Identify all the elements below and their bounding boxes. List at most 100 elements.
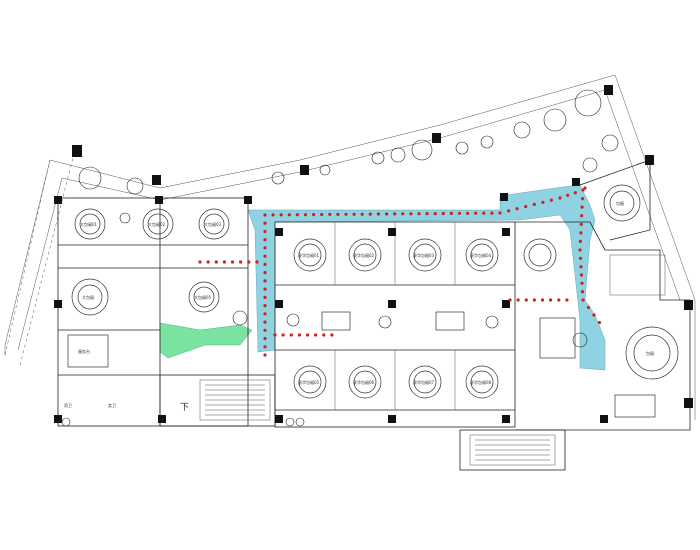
route-dot	[417, 212, 421, 216]
route-dot	[385, 212, 389, 216]
route-dot	[336, 212, 340, 216]
route-dot	[273, 333, 277, 337]
route-dot	[239, 260, 243, 264]
room-label-hall-bot-1: 豪华包厢05	[298, 379, 320, 385]
columns	[54, 85, 693, 423]
circulation-route	[198, 186, 602, 357]
route-dot	[474, 211, 478, 215]
route-dot	[409, 212, 413, 216]
route-dot	[449, 211, 453, 215]
route-dot	[580, 205, 584, 209]
room-label-hall-top-3: 豪华包厢03	[413, 252, 435, 258]
route-dot	[524, 205, 528, 209]
route-dot	[305, 333, 310, 337]
route-dot	[230, 260, 235, 264]
route-dot	[441, 211, 445, 216]
room-label-hall-bot-2: 豪华包厢06	[353, 379, 375, 385]
route-dot	[580, 281, 584, 285]
route-dot	[524, 298, 528, 302]
route-dot	[295, 213, 299, 217]
route-dot	[206, 260, 210, 264]
route-dot	[580, 290, 585, 294]
route-dot	[263, 328, 267, 332]
route-dot	[586, 305, 591, 310]
garden-area	[159, 322, 253, 359]
route-dot	[515, 207, 519, 211]
route-dot	[263, 353, 267, 357]
route-dot	[368, 212, 372, 216]
route-dot	[344, 212, 348, 216]
route-dot	[540, 298, 545, 302]
route-dot	[578, 256, 583, 260]
stairs: 下	[180, 379, 556, 466]
route-dot	[263, 262, 267, 266]
building-walls	[57, 159, 691, 471]
route-dot	[393, 212, 397, 216]
route-dot	[557, 298, 561, 302]
route-dot	[498, 211, 502, 215]
route-dot	[579, 273, 584, 277]
stair-label: 下	[180, 403, 189, 413]
route-dot	[263, 229, 267, 234]
route-dot	[581, 197, 585, 201]
route-dot	[263, 304, 267, 308]
room-label-right-top: 包厢	[616, 200, 624, 206]
route-dot	[360, 212, 364, 216]
room-label-right-big: 包厢	[646, 350, 654, 356]
route-dot	[508, 298, 512, 302]
route-dot	[330, 333, 334, 337]
route-dot	[541, 200, 545, 204]
route-dot	[303, 213, 308, 217]
route-dot	[579, 265, 583, 269]
route-dot	[287, 213, 291, 217]
room-label-hall-bot-3: 豪华包厢07	[413, 379, 435, 385]
route-dot	[565, 298, 569, 302]
route-dot	[558, 196, 562, 200]
route-dot	[516, 298, 520, 302]
route-dot	[583, 186, 587, 190]
room-label-hall-top-1: 豪华包厢01	[298, 252, 320, 258]
route-dot	[581, 188, 585, 192]
route-dot	[578, 248, 582, 252]
room-label-hall-top-2: 豪华包厢02	[353, 252, 375, 258]
route-dot	[532, 298, 537, 302]
room-labels: 大包厢01 大包厢02 大包厢03 大包厢 大包厢05 豪华包厢01 豪华包厢0…	[64, 200, 654, 408]
route-dot	[581, 298, 585, 302]
route-dot	[279, 213, 283, 217]
route-dot	[263, 271, 267, 275]
route-dot	[255, 260, 259, 264]
route-dot	[549, 198, 554, 202]
route-dot	[507, 209, 511, 213]
route-dot	[376, 212, 380, 216]
route-dot	[566, 193, 570, 197]
route-dot	[425, 212, 429, 216]
route-dot	[263, 221, 267, 225]
route-dot	[263, 295, 267, 299]
route-dot	[281, 333, 285, 337]
route-dot	[289, 333, 293, 337]
route-dot	[214, 260, 218, 264]
route-dot	[314, 333, 318, 337]
room-label-hall-top-4: 豪华包厢04	[470, 252, 492, 258]
route-dot	[263, 213, 267, 217]
landscape-trees	[61, 89, 619, 427]
route-dot	[433, 212, 437, 216]
room-label-toilet-2: 女卫	[108, 402, 116, 408]
route-dot	[263, 336, 267, 341]
route-dot	[580, 214, 584, 218]
route-dot	[263, 320, 267, 324]
room-label-top-left-1: 大包厢01	[80, 221, 98, 227]
room-label-service: 服务台	[78, 348, 90, 354]
route-dot	[457, 211, 462, 215]
route-dot	[263, 246, 267, 250]
route-dot	[466, 211, 470, 215]
route-dot	[263, 238, 267, 242]
route-dot	[263, 279, 267, 283]
route-dot	[263, 287, 267, 291]
route-dot	[297, 333, 301, 337]
route-dot	[401, 212, 405, 216]
route-dot	[352, 212, 356, 216]
room-label-left-mid-2: 大包厢05	[194, 294, 212, 300]
route-dot	[263, 254, 267, 258]
